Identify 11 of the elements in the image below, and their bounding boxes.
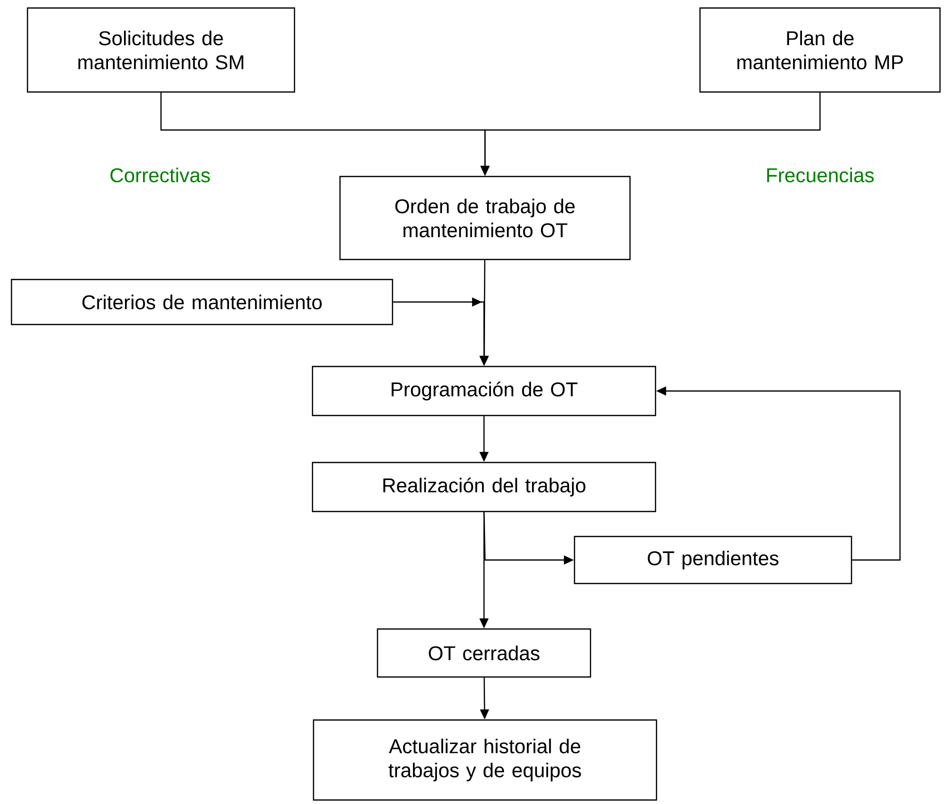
process-box: Realización del trabajo bbox=[312, 462, 656, 512]
process-box: OT pendientes bbox=[574, 536, 852, 584]
process-box: Actualizar historial de trabajos y de equipos bbox=[312, 719, 658, 801]
category-label: Correctivas bbox=[110, 168, 210, 182]
category-label: Frecuencias bbox=[767, 168, 874, 182]
process-box: Programación de OT bbox=[312, 366, 656, 416]
process-box: Solicitudes de mantenimiento SM bbox=[26, 7, 296, 93]
process-box: Plan de mantenimiento MP bbox=[699, 7, 941, 93]
process-box: Orden de trabajo de mantenimiento OT bbox=[339, 176, 631, 260]
process-box: Criterios de mantenimiento bbox=[10, 278, 394, 326]
process-box: OT cerradas bbox=[376, 628, 592, 678]
